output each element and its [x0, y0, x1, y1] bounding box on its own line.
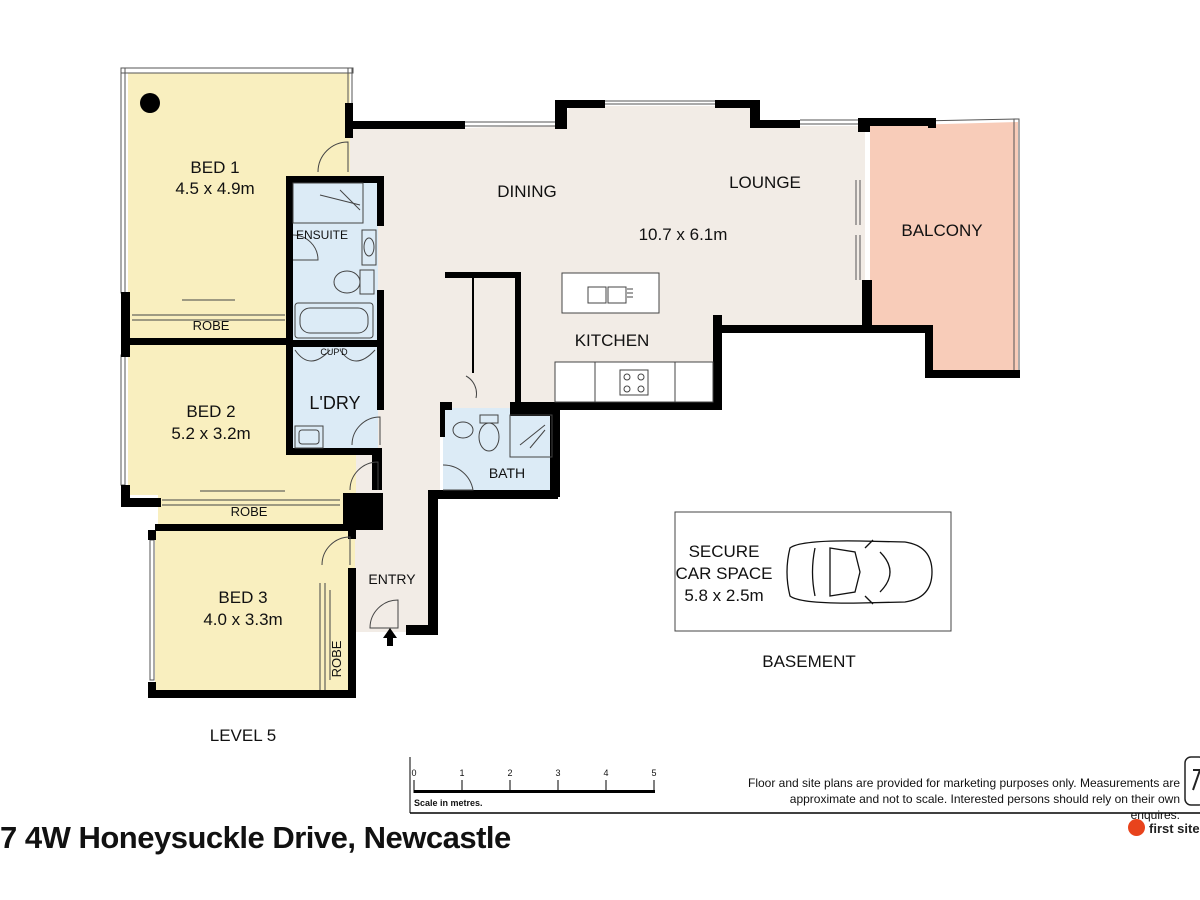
bed3-robe-label: ROBE [329, 640, 344, 677]
scale-tick-4: 4 [603, 768, 608, 778]
bath-name: BATH [489, 465, 525, 481]
car-space-outline [674, 511, 952, 632]
scale-bar: 0 1 2 3 4 5 [411, 768, 657, 793]
dining-name: DINING [497, 182, 557, 201]
bed2-size: 5.2 x 3.2m [171, 424, 250, 443]
balcony-floor [870, 122, 1018, 375]
bed2-robe-label: ROBE [231, 504, 268, 519]
fixtures [132, 141, 952, 690]
bed1-name: BED 1 [190, 158, 239, 177]
cupboard-label: CUP'D [320, 347, 348, 357]
property-address: 7 4W Honeysuckle Drive, Newcastle [0, 820, 511, 855]
bed3-size: 4.0 x 3.3m [203, 610, 282, 629]
balcony-name: BALCONY [901, 221, 982, 240]
car-icon [786, 539, 933, 605]
kitchen-name: KITCHEN [575, 331, 650, 350]
walls [121, 93, 1020, 698]
bed3-name: BED 3 [218, 588, 267, 607]
scale-tick-2: 2 [507, 768, 512, 778]
level-label: LEVEL 5 [210, 726, 276, 745]
scale-tick-1: 1 [459, 768, 464, 778]
car-space-size: 5.8 x 2.5m [684, 586, 763, 605]
entry-arrow-icon [383, 628, 397, 646]
disclaimer-text: Floor and site plans are provided for ma… [748, 776, 1180, 822]
brand-name: first site i [1149, 821, 1200, 836]
laundry-name: L'DRY [309, 393, 360, 413]
kitchen-island [561, 272, 660, 314]
scale-tick-3: 3 [555, 768, 560, 778]
scale-caption: Scale in metres. [414, 798, 483, 808]
entry-name: ENTRY [368, 571, 416, 587]
ensuite-name: ENSUITE [296, 228, 348, 242]
basement-label: BASEMENT [762, 652, 856, 671]
scale-tick-5: 5 [651, 768, 656, 778]
living-size: 10.7 x 6.1m [639, 225, 728, 244]
kitchen-bench [554, 361, 714, 403]
brand-dot-icon [1128, 819, 1145, 836]
cooktop [619, 369, 649, 396]
bed1-size: 4.5 x 4.9m [175, 179, 254, 198]
bathtub [294, 302, 374, 339]
car-space-line2: CAR SPACE [676, 564, 773, 583]
room-labels: BED 1 4.5 x 4.9m ENSUITE ROBE CUP'D L'DR… [171, 158, 982, 745]
lounge-name: LOUNGE [729, 173, 801, 192]
bed3-floor [155, 530, 355, 692]
car-space-line1: SECURE [689, 542, 760, 561]
bed2-name: BED 2 [186, 402, 235, 421]
scale-tick-0: 0 [411, 768, 416, 778]
north-arrow-icon [1184, 756, 1200, 806]
brand-logo: first site i [1128, 819, 1200, 836]
laundry-floor [290, 345, 378, 450]
bed1-robe-label: ROBE [193, 318, 230, 333]
